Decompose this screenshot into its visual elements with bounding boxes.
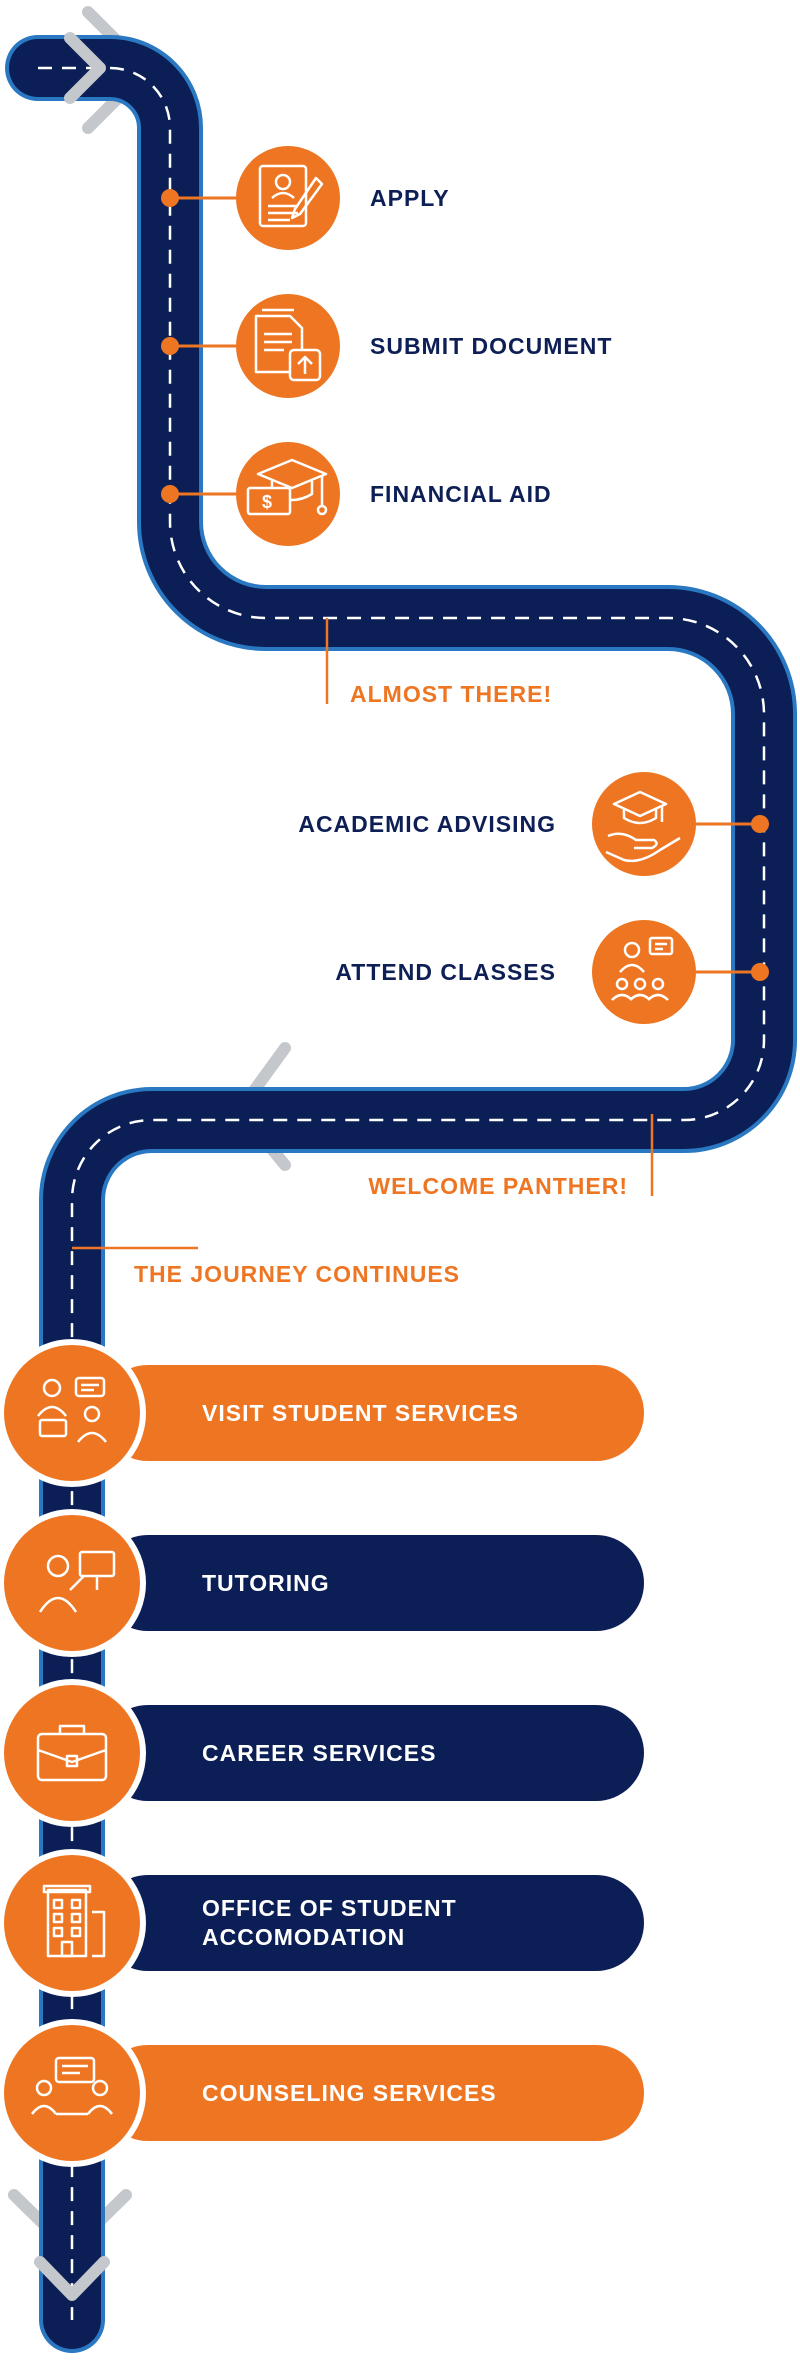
milestone-journey-continues: THE JOURNEY CONTINUES: [72, 1246, 460, 1287]
classroom-teacher-icon: [611, 936, 674, 1001]
service-badge: [4, 2025, 140, 2161]
service-visit-student-services: VISIT STUDENT SERVICES: [0, 1339, 644, 1487]
service-label: CAREER SERVICES: [202, 1740, 436, 1766]
service-counseling-services: COUNSELING SERVICES: [0, 2019, 644, 2167]
service-career-services: CAREER SERVICES: [0, 1679, 644, 1827]
step-attend-classes: ATTEND CLASSES: [335, 920, 769, 1024]
service-label: ACCOMODATION: [202, 1924, 405, 1950]
apply-badge: [236, 146, 340, 250]
building-icon: [42, 1884, 106, 1958]
application-form-icon: [258, 164, 324, 228]
milestone-welcome-panther: WELCOME PANTHER!: [368, 1114, 654, 1199]
service-badge: [4, 1515, 140, 1651]
milestone-label: ALMOST THERE!: [350, 681, 552, 707]
document-upload-icon: [254, 308, 322, 382]
milestone-almost-there: ALMOST THERE!: [325, 618, 552, 707]
money-graduation-cap-icon: $: [246, 458, 328, 516]
road-center-dashes: [38, 66, 766, 2320]
academic-advising-badge: [592, 772, 696, 876]
milestone-label: THE JOURNEY CONTINUES: [134, 1261, 460, 1287]
counseling-chat-icon: [31, 2056, 113, 2116]
step-label: ATTEND CLASSES: [335, 959, 556, 985]
svg-text:$: $: [262, 492, 272, 512]
start-chevron-icon: [64, 32, 106, 104]
graduation-cap-hand-icon: [605, 790, 681, 863]
student-services-chat-icon: [37, 1376, 107, 1443]
step-label: FINANCIAL AID: [370, 481, 552, 507]
road-chevrons: [34, 32, 110, 2301]
service-office-of-student-accomodation: OFFICE OF STUDENT ACCOMODATION: [0, 1849, 644, 1997]
end-chevron-icon: [34, 2256, 110, 2301]
step-submit-document: SUBMIT DOCUMENT: [161, 294, 612, 398]
step-academic-advising: ACADEMIC ADVISING: [298, 772, 769, 876]
step-financial-aid: $ FINANCIAL AID: [161, 442, 552, 546]
service-label: COUNSELING SERVICES: [202, 2080, 497, 2106]
step-label: ACADEMIC ADVISING: [298, 811, 556, 837]
briefcase-icon: [36, 1724, 108, 1782]
step-label: APPLY: [370, 185, 450, 211]
service-label: TUTORING: [202, 1570, 330, 1596]
tutor-board-icon: [38, 1550, 116, 1613]
service-badge: [4, 1685, 140, 1821]
service-label: VISIT STUDENT SERVICES: [202, 1400, 519, 1426]
service-tutoring: TUTORING: [0, 1509, 644, 1657]
road: [5, 35, 797, 2353]
milestone-label: WELCOME PANTHER!: [368, 1173, 628, 1199]
service-badge: [4, 1345, 140, 1481]
service-label: OFFICE OF STUDENT: [202, 1895, 457, 1921]
step-apply: APPLY: [161, 146, 450, 250]
step-label: SUBMIT DOCUMENT: [370, 333, 612, 359]
